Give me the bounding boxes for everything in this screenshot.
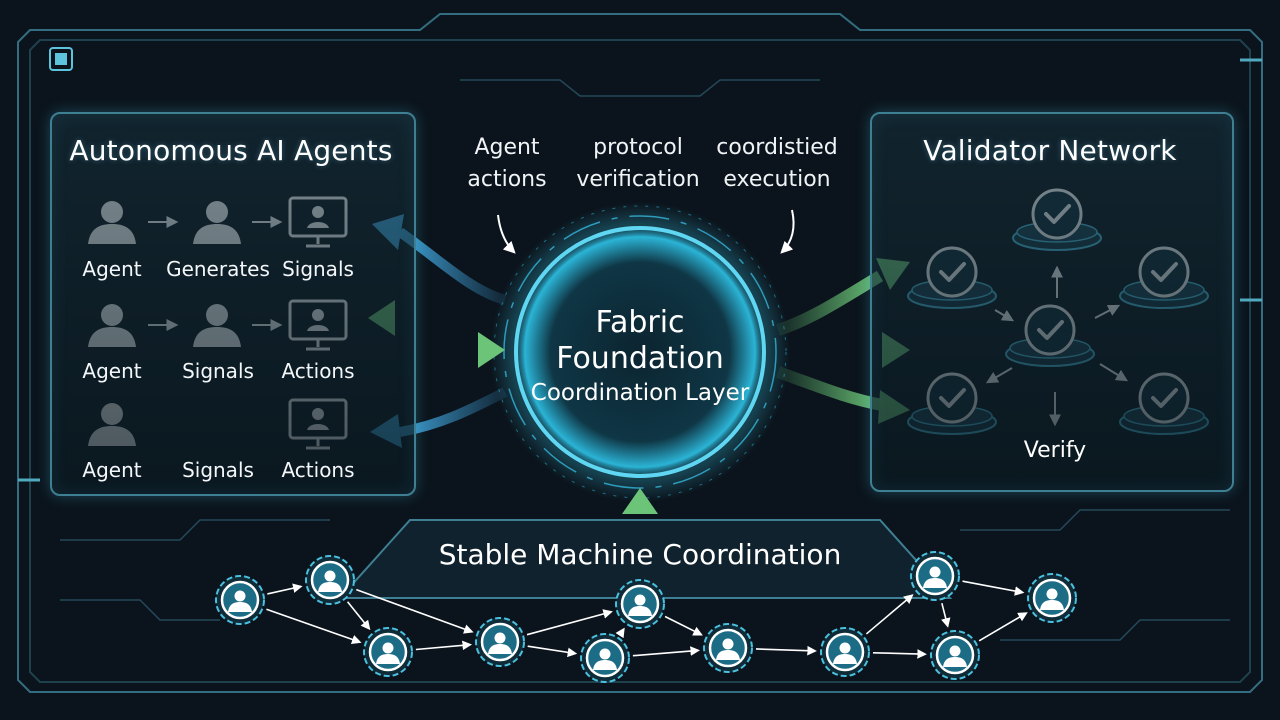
row2-label-signals: Signals (163, 359, 273, 383)
row1-label-signals: Signals (263, 257, 373, 281)
row3-label-actions: Actions (263, 458, 373, 482)
network-edge-15 (963, 581, 1023, 592)
network-node-6 (616, 580, 664, 628)
green-arrow-right-top (778, 276, 880, 330)
validator-panel-title: Validator Network (870, 134, 1230, 167)
verify-label: Verify (1000, 438, 1110, 463)
network-edge-10 (633, 650, 698, 655)
curved-arrow-right (782, 210, 794, 252)
top-label-protocol-line2: verification (568, 164, 708, 196)
chip-icon (50, 48, 72, 70)
top-label-coordistied-line2: execution (706, 164, 848, 196)
top-label-coordistied-execution: coordistied execution (706, 132, 848, 196)
network-node-3 (364, 628, 412, 676)
network-node-2 (306, 556, 354, 604)
validator-panel (870, 112, 1234, 492)
agents-panel (50, 112, 416, 496)
row2-label-actions: Actions (263, 359, 373, 383)
network-node-10 (931, 631, 979, 679)
network-edge-3 (348, 602, 370, 629)
row1-label-generates: Generates (163, 257, 273, 281)
top-label-agent-actions: Agent actions (452, 132, 562, 196)
row1-label-agent: Agent (57, 257, 167, 281)
curved-arrow-left (498, 215, 514, 252)
network-edge-9 (665, 617, 701, 635)
bottom-panel-title: Stable Machine Coordination (360, 538, 920, 571)
row3-label-signals: Signals (163, 458, 273, 482)
network-node-4 (476, 618, 524, 666)
top-label-agent-actions-line2: actions (452, 164, 562, 196)
network-node-7 (704, 624, 752, 672)
network-edge-6 (527, 612, 611, 635)
row3-label-agent: Agent (57, 458, 167, 482)
network-node-5 (581, 634, 629, 682)
row2-label-agent: Agent (57, 359, 167, 383)
network-edge-8 (620, 629, 623, 634)
network-node-8 (821, 628, 869, 676)
network-edge-16 (979, 613, 1026, 641)
network-edge-1 (267, 587, 300, 594)
network-edge-2 (266, 609, 359, 642)
core-title-line1: Fabric (490, 305, 790, 340)
network-edge-12 (873, 653, 925, 654)
network-edge-13 (866, 595, 912, 634)
top-label-agent-actions-line1: Agent (452, 132, 562, 164)
network-edge-5 (416, 645, 470, 650)
network-edge-14 (942, 603, 948, 626)
network-edge-11 (756, 649, 815, 651)
core-subtitle: Coordination Layer (490, 380, 790, 406)
top-label-protocol-line1: protocol (568, 132, 708, 164)
green-arrow-right-bottom (778, 372, 882, 405)
network-node-11 (1028, 574, 1076, 622)
top-label-protocol-verification: protocol verification (568, 132, 708, 196)
top-label-coordistied-line1: coordistied (706, 132, 848, 164)
core-title-line2: Foundation (490, 341, 790, 376)
network-edge-7 (528, 646, 576, 653)
network-node-1 (216, 576, 264, 624)
agents-panel-title: Autonomous AI Agents (50, 134, 412, 167)
